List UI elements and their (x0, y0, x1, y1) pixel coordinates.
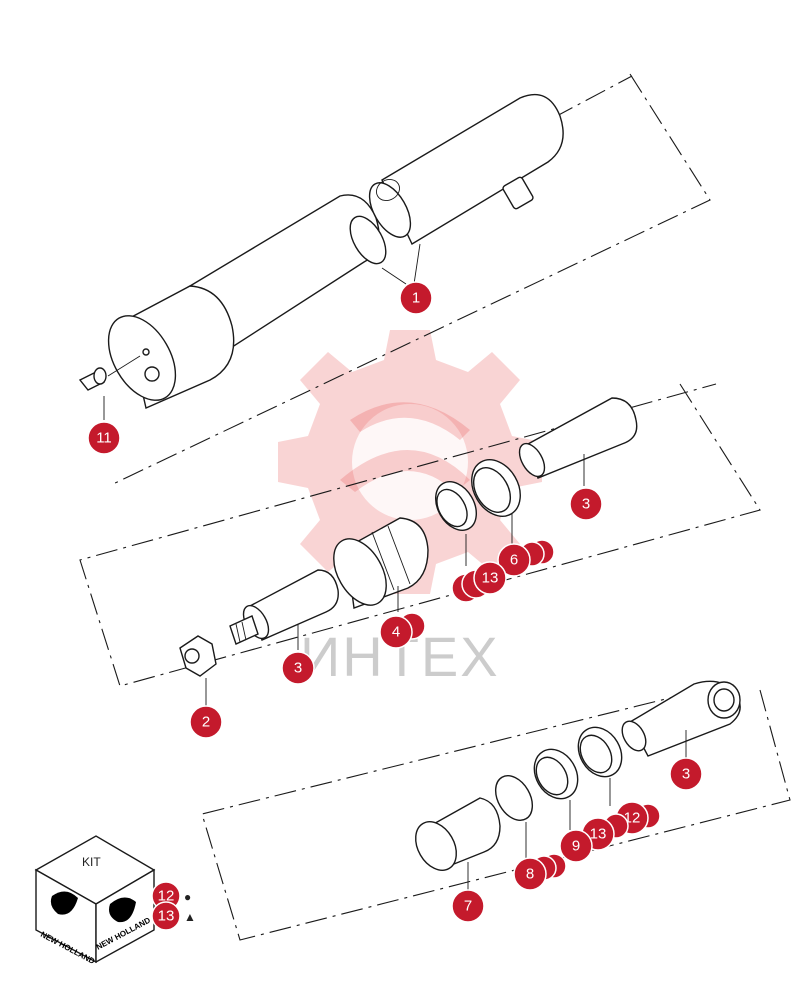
svg-text:13: 13 (482, 570, 499, 587)
callout-4[interactable]: 4 (379, 612, 426, 649)
kit-label: KIT (82, 855, 101, 869)
svg-text:2: 2 (202, 714, 210, 731)
legend-number: 13 (158, 908, 175, 925)
svg-text:3: 3 (582, 496, 590, 513)
legend-symbol-circle: ● (184, 890, 191, 904)
rod-end-assembly (201, 680, 791, 941)
callout-3[interactable]: 3 (669, 757, 703, 791)
svg-text:3: 3 (682, 766, 690, 783)
legend-row-13: 13 ▲ (151, 901, 196, 931)
svg-text:11: 11 (96, 430, 112, 447)
barrel-assembly (78, 73, 711, 485)
callout-13[interactable]: 13 (581, 813, 629, 851)
callout-9[interactable]: 9 (559, 829, 593, 863)
callouts: 1 11 3 6 13 4 3 2 3 12 13 9 8 7 (87, 281, 703, 923)
callout-1[interactable]: 1 (399, 281, 433, 315)
callout-2[interactable]: 2 (189, 705, 223, 739)
svg-text:13: 13 (590, 826, 607, 843)
callout-3[interactable]: 3 (281, 651, 315, 685)
callout-7[interactable]: 7 (451, 889, 485, 923)
callout-13[interactable]: 13 (451, 561, 507, 603)
svg-text:1: 1 (412, 290, 420, 307)
svg-text:6: 6 (510, 552, 518, 569)
kit-legend: 12 ● 13 ▲ (151, 881, 196, 931)
piston-assembly (79, 383, 761, 706)
callout-3[interactable]: 3 (569, 487, 603, 521)
svg-text:4: 4 (392, 624, 400, 641)
callout-8[interactable]: 8 (513, 853, 567, 891)
kit-box: KIT NEW HOLLAND NEW HOLLAND (34, 835, 156, 966)
svg-text:3: 3 (294, 660, 302, 677)
callout-11[interactable]: 11 (87, 421, 121, 455)
legend-symbol-triangle: ▲ (184, 910, 196, 924)
svg-text:7: 7 (464, 898, 472, 915)
callout-6[interactable]: 6 (497, 539, 555, 577)
svg-text:9: 9 (572, 838, 580, 855)
callout-12[interactable]: 12 (615, 801, 661, 835)
legend-number: 12 (158, 888, 175, 905)
svg-text:8: 8 (526, 866, 534, 883)
